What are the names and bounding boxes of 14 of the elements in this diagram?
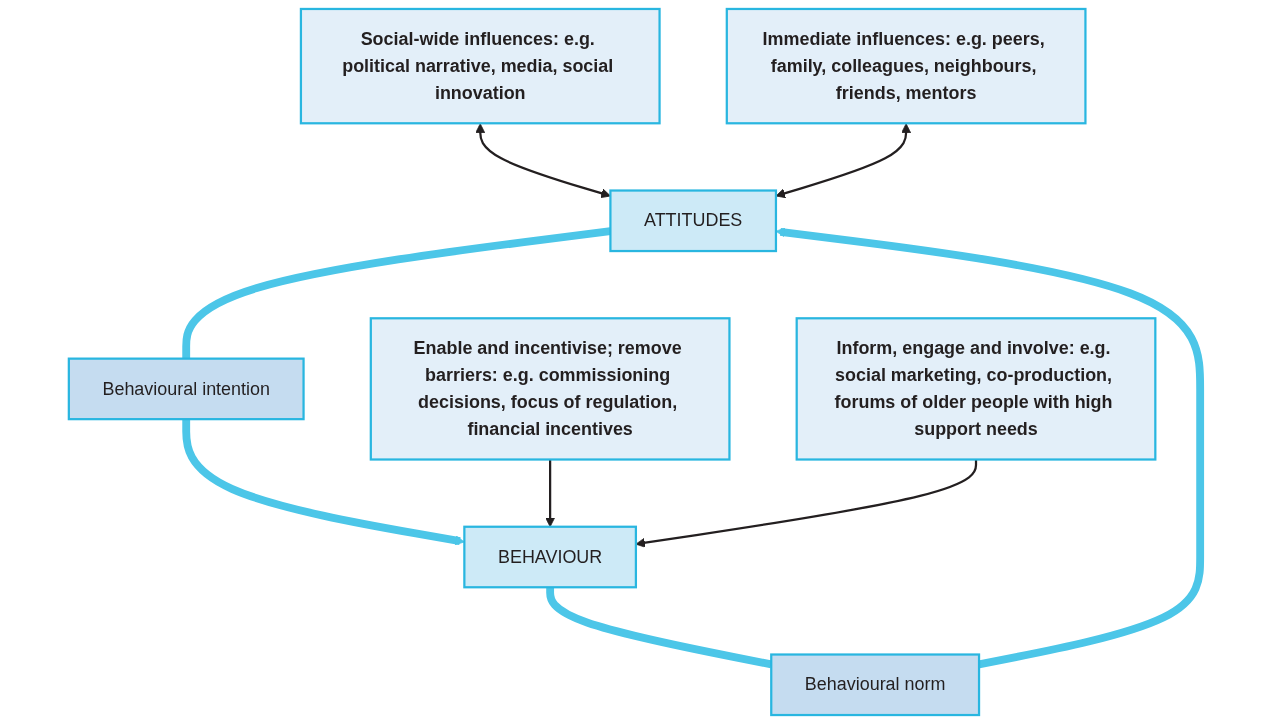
arrow [475,123,611,199]
node-box: Social-wide influences: e.g. political narrative, media, social innovation [299,7,661,125]
node-box: Behavioural norm [770,653,981,717]
arrow [182,419,465,546]
connector [182,227,611,359]
arrow [635,459,978,548]
arrow [775,227,1205,669]
node-box: Behavioural intention [67,357,305,421]
arrow [775,123,912,199]
node-box: Immediate influences: e.g. peers, family, colleagues, neighbours, friends, mentors [725,7,1087,125]
node-box: ATTITUDES [609,189,778,253]
node-box: Enable and incentivise; remove barriers: e.g. commissioning decisions, focus of regulation, financial incentives [369,317,731,461]
node-box: BEHAVIOUR [463,525,637,589]
node-box: Inform, engage and involve: e.g. social marketing, co-production, forums of older people with high support needs [795,317,1157,461]
